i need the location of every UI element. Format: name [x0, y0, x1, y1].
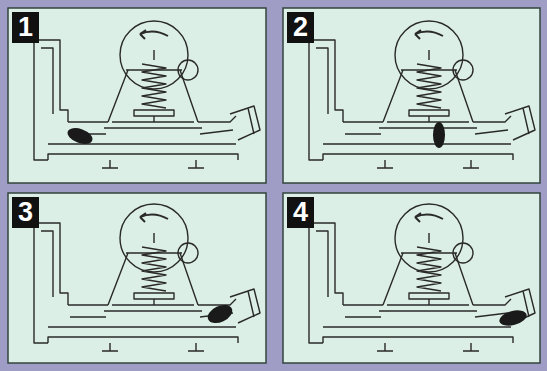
valve-ball: [498, 308, 529, 329]
valve-ball: [433, 122, 445, 148]
step-number: 3: [18, 197, 33, 227]
step-number-badge: 4: [287, 197, 314, 228]
panel: [8, 193, 266, 363]
panel: [8, 8, 266, 183]
panel: [283, 8, 540, 183]
valve-ball: [65, 125, 94, 147]
valve-ball: [205, 301, 235, 326]
step-number: 4: [293, 197, 308, 227]
valve-drawing: [309, 21, 535, 168]
step-number: 1: [18, 12, 33, 42]
valve-drawing: [309, 204, 535, 351]
step-number-badge: 1: [12, 12, 39, 43]
valve-drawing: [34, 21, 260, 168]
step-number-badge: 3: [12, 197, 39, 228]
valve-drawing: [34, 204, 260, 351]
panel: [283, 193, 540, 363]
step-number-badge: 2: [287, 12, 314, 43]
step-number: 2: [293, 12, 308, 42]
